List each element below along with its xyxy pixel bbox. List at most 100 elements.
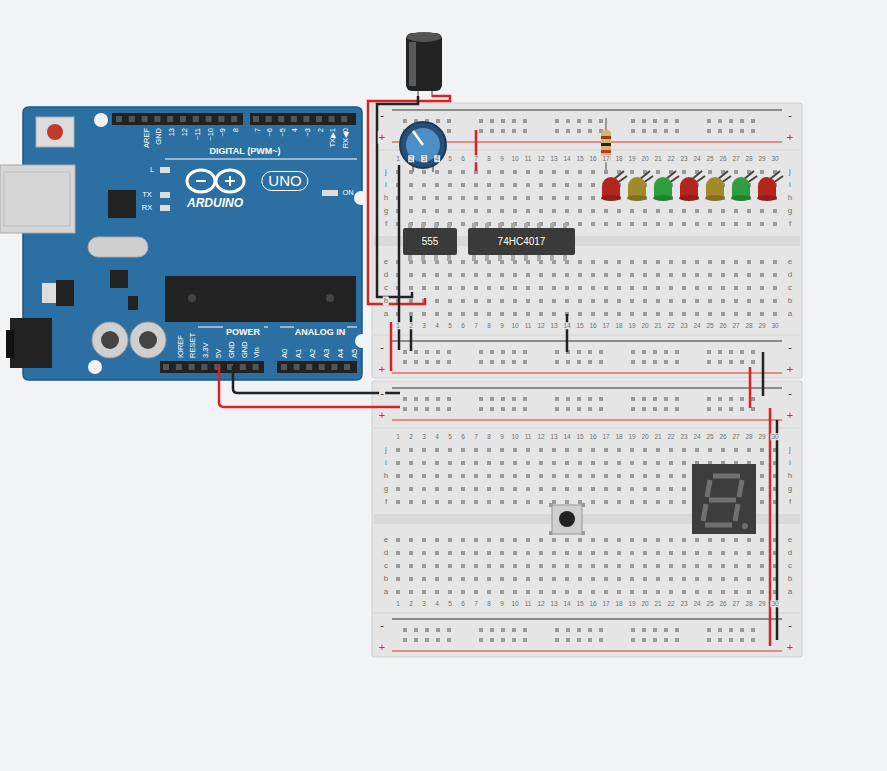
breadboard-marking: 21 <box>653 155 662 162</box>
breadboard-hole <box>487 448 491 452</box>
resistor <box>601 136 611 139</box>
breadboard-hole <box>501 350 505 354</box>
breadboard-hole <box>409 487 413 491</box>
breadboard-hole <box>760 538 764 542</box>
breadboard-hole <box>435 590 439 594</box>
breadboard-hole <box>461 577 465 581</box>
pushbutton <box>559 511 575 527</box>
breadboard-hole <box>447 350 451 354</box>
led <box>601 195 621 201</box>
arduino-board-shape <box>355 334 369 348</box>
breadboard-marking: 6 <box>460 155 466 162</box>
breadboard-hole <box>656 500 660 504</box>
header-hole <box>329 116 335 122</box>
breadboard-hole <box>565 474 569 478</box>
pin-label: ~3 <box>304 128 313 158</box>
pin-label: A3 <box>323 328 332 358</box>
breadboard-hole <box>630 538 634 542</box>
breadboard-hole <box>734 273 738 277</box>
breadboard-hole <box>435 299 439 303</box>
breadboard-hole <box>500 183 504 187</box>
breadboard-hole <box>490 360 494 364</box>
breadboard-hole <box>721 312 725 316</box>
breadboard-hole <box>448 474 452 478</box>
breadboard-hole <box>577 350 581 354</box>
breadboard-marking: 7 <box>473 322 479 329</box>
breadboard-hole <box>656 299 660 303</box>
breadboard-hole <box>447 638 451 642</box>
breadboard-hole <box>513 461 517 465</box>
breadboard-hole <box>617 500 621 504</box>
breadboard-hole <box>729 397 733 401</box>
header-hole <box>180 116 186 122</box>
breadboard-hole <box>523 407 527 411</box>
breadboard-marking: 12 <box>536 433 545 440</box>
breadboard-hole <box>409 564 413 568</box>
breadboard-hole <box>664 129 668 133</box>
breadboard-hole <box>707 360 711 364</box>
breadboard-hole <box>577 360 581 364</box>
seven-segment-display <box>703 504 706 521</box>
breadboard-hole <box>461 273 465 277</box>
breadboard-hole <box>552 474 556 478</box>
led <box>602 177 620 195</box>
breadboard-hole <box>513 590 517 594</box>
breadboard-hole <box>479 360 483 364</box>
header-hole <box>201 364 207 370</box>
breadboard-hole <box>740 129 744 133</box>
breadboard-hole <box>591 448 595 452</box>
breadboard-hole <box>513 209 517 213</box>
breadboard-hole <box>435 196 439 200</box>
wire <box>762 352 765 396</box>
breadboard-hole <box>479 628 483 632</box>
breadboard-hole <box>448 209 452 213</box>
breadboard-hole <box>461 170 465 174</box>
breadboard-hole <box>474 448 478 452</box>
breadboard-hole <box>461 448 465 452</box>
breadboard-hole <box>500 590 504 594</box>
breadboard-hole <box>436 628 440 632</box>
breadboard-hole <box>526 551 530 555</box>
breadboard-hole <box>474 564 478 568</box>
breadboard-hole <box>539 538 543 542</box>
breadboard-hole <box>656 273 660 277</box>
breadboard-hole <box>591 222 595 226</box>
breadboard-hole <box>578 577 582 581</box>
breadboard-hole <box>435 209 439 213</box>
breadboard-marking: 18 <box>614 433 623 440</box>
breadboard-hole <box>500 564 504 568</box>
breadboard-hole <box>740 638 744 642</box>
breadboard-marking: d <box>383 548 389 557</box>
breadboard-hole <box>604 273 608 277</box>
breadboard-hole <box>695 551 699 555</box>
breadboard-hole <box>643 273 647 277</box>
breadboard-hole <box>500 312 504 316</box>
breadboard-marking: 24 <box>692 600 701 607</box>
breadboard-hole <box>479 129 483 133</box>
header-hole <box>231 116 237 122</box>
breadboard-hole <box>591 500 595 504</box>
breadboard-hole <box>577 119 581 123</box>
breadboard-hole <box>565 500 569 504</box>
wire <box>219 366 400 407</box>
header-hole <box>193 116 199 122</box>
breadboard-hole <box>566 360 570 364</box>
breadboard-hole <box>448 564 452 568</box>
header-hole <box>240 364 246 370</box>
breadboard-hole <box>729 407 733 411</box>
breadboard-hole <box>436 638 440 642</box>
breadboard-hole <box>664 397 668 401</box>
breadboard-hole <box>695 273 699 277</box>
breadboard-hole <box>539 487 543 491</box>
breadboard-marking: 26 <box>718 433 727 440</box>
breadboard-hole <box>643 299 647 303</box>
breadboard-hole <box>448 461 452 465</box>
breadboard-hole <box>695 286 699 290</box>
breadboard-hole <box>591 564 595 568</box>
breadboard-hole <box>708 209 712 213</box>
breadboard-hole <box>734 222 738 226</box>
breadboard-marking: 27 <box>731 155 740 162</box>
pin-header <box>112 113 357 373</box>
breadboard-hole <box>461 260 465 264</box>
breadboard-hole <box>708 312 712 316</box>
